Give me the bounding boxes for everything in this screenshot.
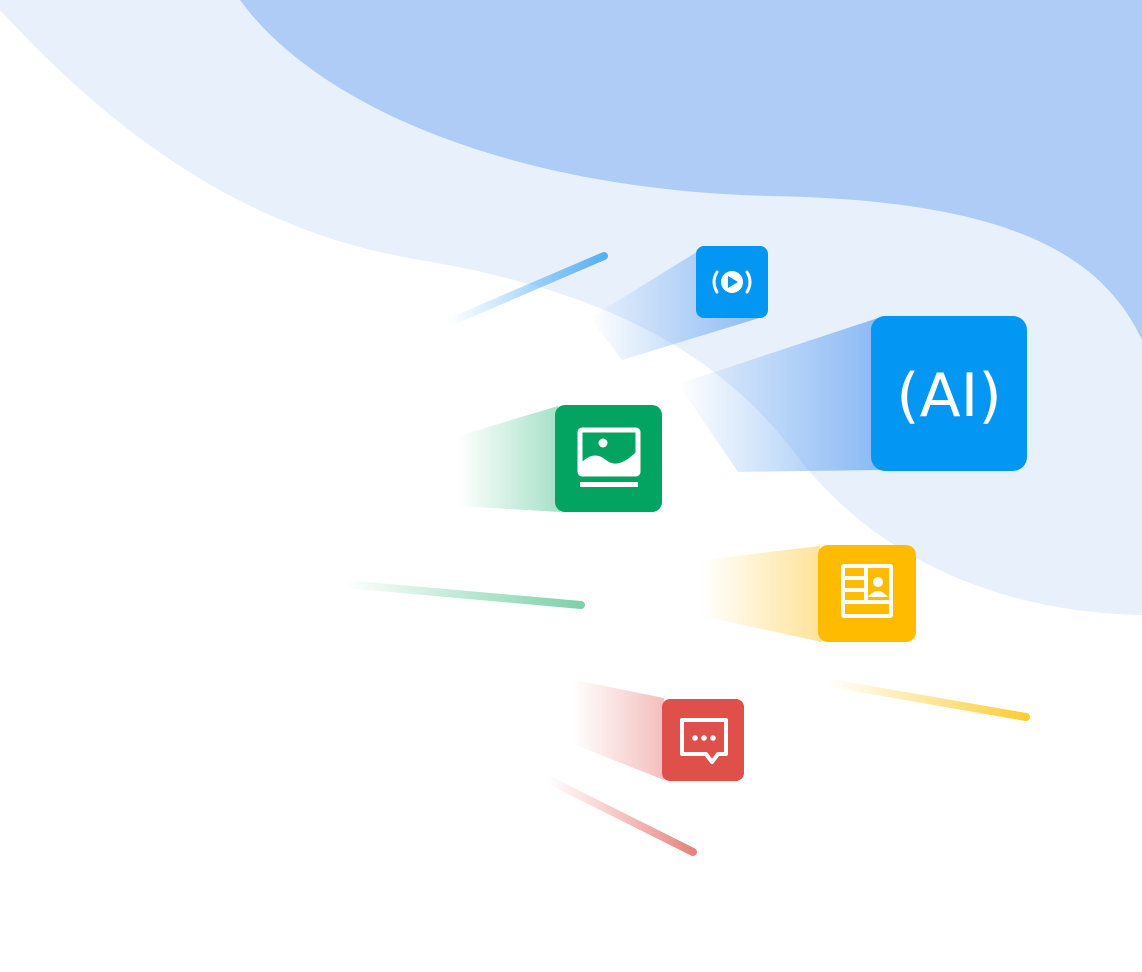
streak-line-blue xyxy=(446,252,608,326)
ai-tile: (AI) xyxy=(871,316,1027,471)
play-broadcast-icon xyxy=(712,270,752,294)
beam-contact xyxy=(702,546,822,642)
image-tile xyxy=(555,405,662,512)
chat-tile xyxy=(662,699,744,781)
streak-line-green xyxy=(341,580,585,609)
beam-chat xyxy=(573,680,664,780)
contact-tile xyxy=(818,545,916,642)
beam-ai xyxy=(678,318,880,472)
video-tile xyxy=(696,246,768,318)
image-icon xyxy=(577,427,641,487)
wave-dark xyxy=(240,0,1142,340)
chat-bubble-icon xyxy=(680,718,728,764)
beam-image xyxy=(458,406,560,512)
streak-line-yellow xyxy=(821,678,1030,721)
streak-line-red xyxy=(541,774,697,856)
ai-text-icon: (AI) xyxy=(896,361,1002,431)
contact-card-icon xyxy=(841,564,893,618)
